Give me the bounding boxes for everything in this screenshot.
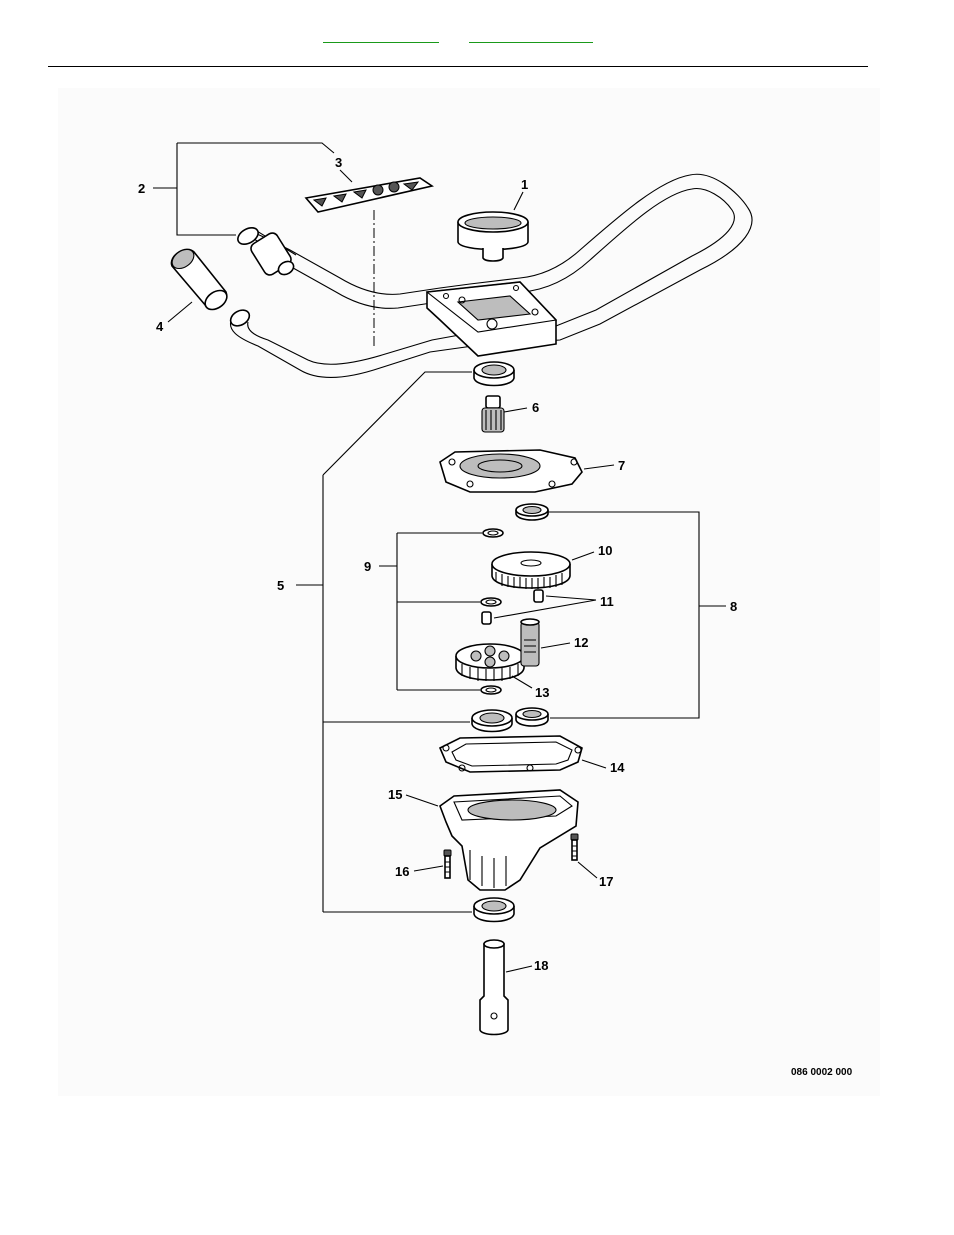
callout-1: 1 [521,177,528,192]
callout-5: 5 [277,578,284,593]
callout-4: 4 [156,319,164,334]
callout-7: 7 [618,458,625,473]
washer-1 [483,529,503,537]
part-12-shaft [521,619,539,666]
callout-9: 9 [364,559,371,574]
callout-12: 12 [574,635,588,650]
callout-11: 11 [600,594,614,609]
part-14-gasket [440,736,582,772]
callout-8: 8 [730,599,737,614]
bearing-lower-right [516,708,548,726]
part-11-pin-b [482,612,491,624]
callout-17: 17 [599,874,613,889]
bearing-lower-left [472,710,512,732]
callout-3: 3 [335,155,342,170]
part-16-screw [444,850,451,878]
part-11-pin-a [534,590,543,602]
bearing-bottom [474,898,514,922]
callout-10: 10 [598,543,612,558]
part-13-gear [456,644,524,681]
callout-14: 14 [610,760,625,775]
callout-15: 15 [388,787,402,802]
washer-2 [481,598,501,606]
callout-16: 16 [395,864,409,879]
part-18-output-shaft [480,940,508,1035]
part-6-pinion [482,396,504,432]
callout-2: 2 [138,181,145,196]
drawing-number: 086 0002 000 [791,1067,853,1078]
part-7-gear-cover [440,450,582,492]
washer-3 [481,686,501,694]
callout-6: 6 [532,400,539,415]
bearing-8-upper [516,504,548,520]
bearing-top [474,362,514,386]
part-10-gear [492,552,570,589]
callout-13: 13 [535,685,549,700]
callout-18: 18 [534,958,548,973]
part-17-screw [571,834,578,860]
